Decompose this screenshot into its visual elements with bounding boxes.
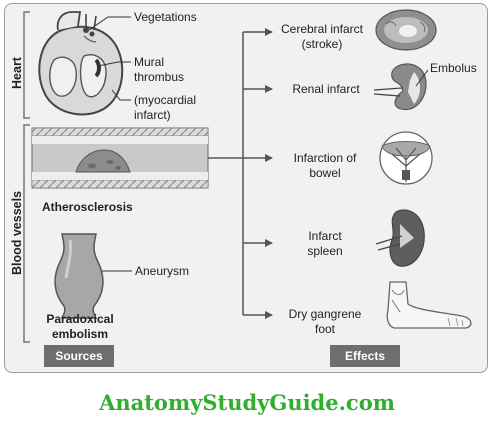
aneurysm-illustration	[54, 233, 104, 319]
dry-gangrene-label-line2: foot	[314, 322, 335, 336]
spleen-illustration	[375, 209, 425, 267]
heart-illustration	[38, 11, 124, 116]
myocardial-infarct-label-line1: (myocardial	[134, 93, 197, 107]
renal-infarct-label: Renal infarct	[292, 82, 360, 96]
bowel-infarction-label-line2: bowel	[309, 166, 341, 180]
paradoxical-embolism-label-line1: Paradoxical	[46, 312, 114, 326]
connector-tree	[208, 28, 273, 319]
spleen-infarct-label-line2: spleen	[307, 244, 343, 258]
section-brackets	[23, 11, 30, 343]
paradoxical-embolism-label-line2: embolism	[51, 327, 108, 341]
cerebral-infarct-label-line2: (stroke)	[301, 37, 343, 51]
site-watermark: AnatomyStudyGuide.com	[99, 390, 395, 415]
foot-illustration	[386, 281, 472, 329]
cerebral-infarct-label-line1: Cerebral infarct	[280, 22, 364, 36]
bowel-infarction-label-line1: Infarction of	[293, 151, 357, 165]
myocardial-infarct-label-line2: infarct)	[134, 108, 171, 122]
spleen-infarct-label-line1: Infarct	[308, 229, 342, 243]
dry-gangrene-label-line1: Dry gangrene	[288, 307, 362, 321]
heart-leader-lines	[88, 16, 131, 101]
effects-tag: Effects	[330, 345, 400, 367]
bowel-illustration	[379, 131, 433, 185]
vegetations-label: Vegetations	[134, 10, 197, 24]
heart-section-label: Heart	[10, 57, 24, 89]
kidney-illustration	[373, 63, 429, 111]
atherosclerosis-label: Atherosclerosis	[42, 200, 133, 214]
mural-thrombus-label-line1: Mural	[134, 55, 165, 69]
mural-thrombus-label-line2: thrombus	[134, 70, 185, 84]
aneurysm-label: Aneurysm	[135, 264, 190, 278]
atherosclerosis-illustration	[31, 127, 209, 189]
sources-tag: Sources	[44, 345, 114, 367]
blood-vessels-section-label: Blood vessels	[10, 190, 24, 276]
brain-illustration	[375, 9, 437, 51]
embolus-label: Embolus	[430, 61, 477, 75]
